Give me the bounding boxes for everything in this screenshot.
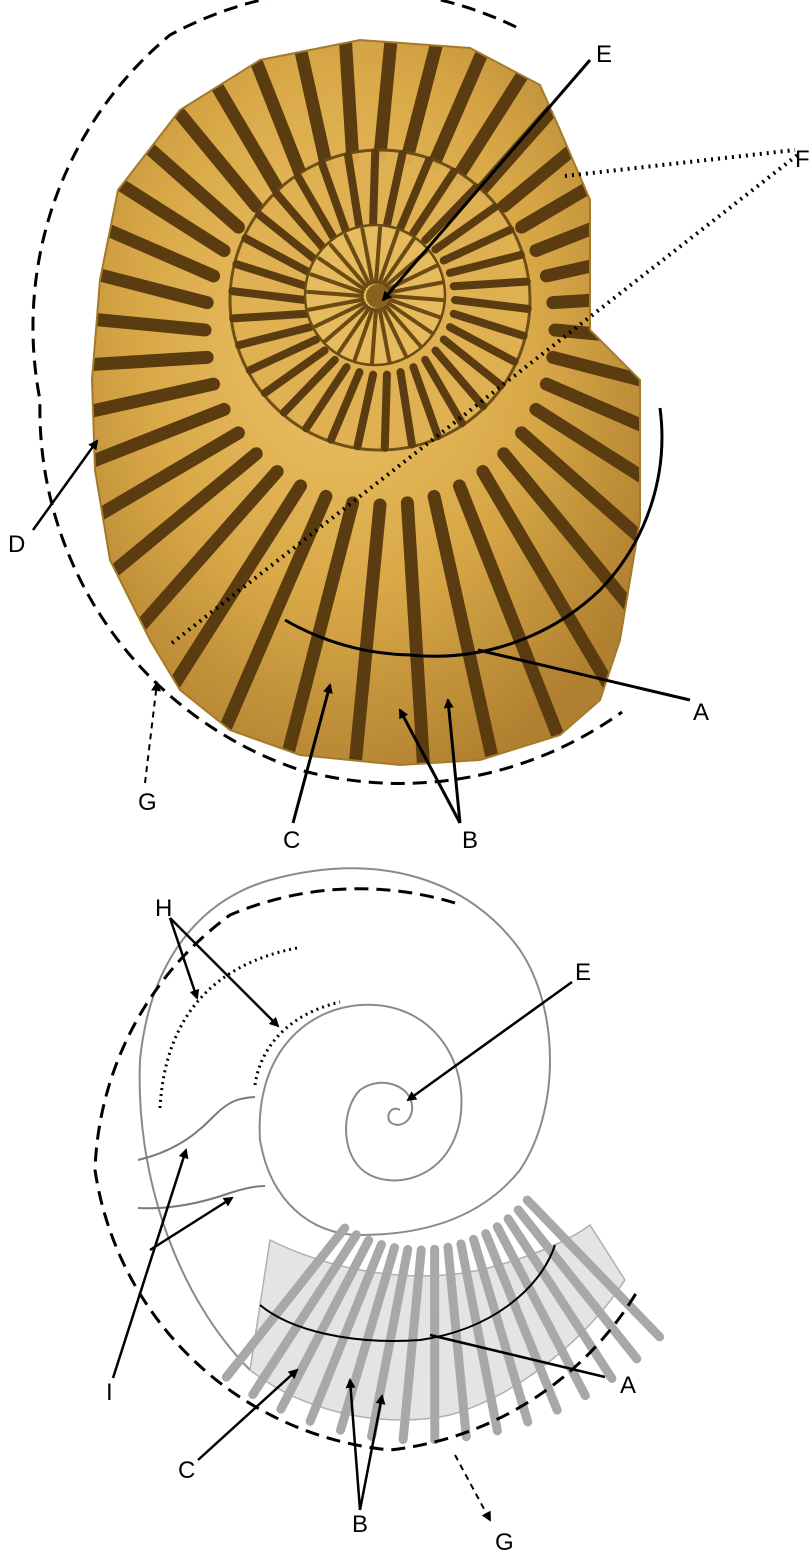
bottom-label-h: H [155, 895, 172, 922]
bottom-arrow-c [198, 1370, 297, 1460]
top-label-f: F [795, 146, 810, 173]
bottom-label-a: A [620, 1372, 636, 1399]
top-label-e: E [596, 41, 612, 68]
top-label-b: B [462, 827, 478, 854]
sketch-inner-spiral [260, 1005, 462, 1181]
sketch-dotted-arc-h1 [160, 948, 297, 1108]
bottom-label-i: I [106, 1379, 113, 1406]
rib [233, 314, 306, 319]
bottom-annotations [95, 889, 638, 1520]
bottom-arrow-g [455, 1455, 490, 1520]
bottom-label-e: E [575, 959, 591, 986]
fossil-photo [0, 0, 812, 799]
top-dotted-line-f1 [565, 150, 795, 176]
bottom-label-g: G [495, 1529, 514, 1554]
rib [385, 375, 387, 448]
top-label-a: A [693, 699, 709, 726]
bottom-arrow-h2 [170, 918, 278, 1026]
bottom-label-b: B [352, 1511, 368, 1538]
bottom-label-c: C [178, 1457, 195, 1484]
rib [454, 282, 527, 287]
sketch [138, 868, 660, 1439]
bottom-arrow-e [408, 982, 572, 1100]
top-label-g: G [138, 789, 157, 816]
top-label-d: D [8, 531, 25, 558]
rib [373, 152, 375, 225]
top-arrow-g [145, 683, 157, 783]
sketch-suture-1 [138, 1097, 255, 1160]
rib [553, 284, 812, 302]
top-label-c: C [283, 827, 300, 854]
